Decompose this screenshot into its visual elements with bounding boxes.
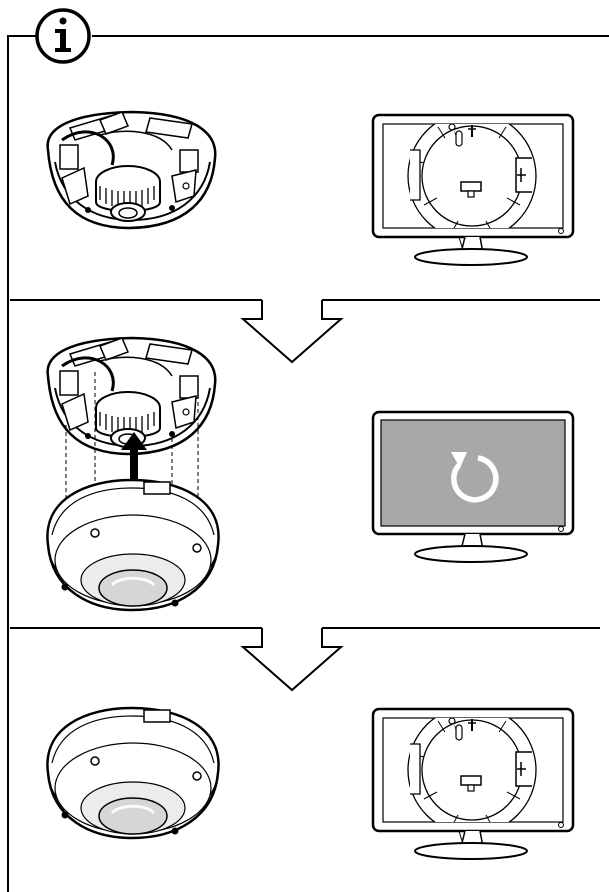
- camera-base-image: [48, 112, 216, 228]
- step-3: [47, 706, 573, 859]
- monitor-dial-view: [373, 112, 573, 265]
- assembled-camera-image: [47, 708, 218, 838]
- step-2: [47, 338, 573, 610]
- step-1: [48, 112, 573, 265]
- info-icon: [37, 10, 89, 62]
- monitor-dial-view: [373, 706, 573, 859]
- dome-cover-image: [47, 480, 218, 610]
- down-arrow-divider-2: [10, 628, 600, 690]
- monitor-reload-view: [373, 412, 573, 562]
